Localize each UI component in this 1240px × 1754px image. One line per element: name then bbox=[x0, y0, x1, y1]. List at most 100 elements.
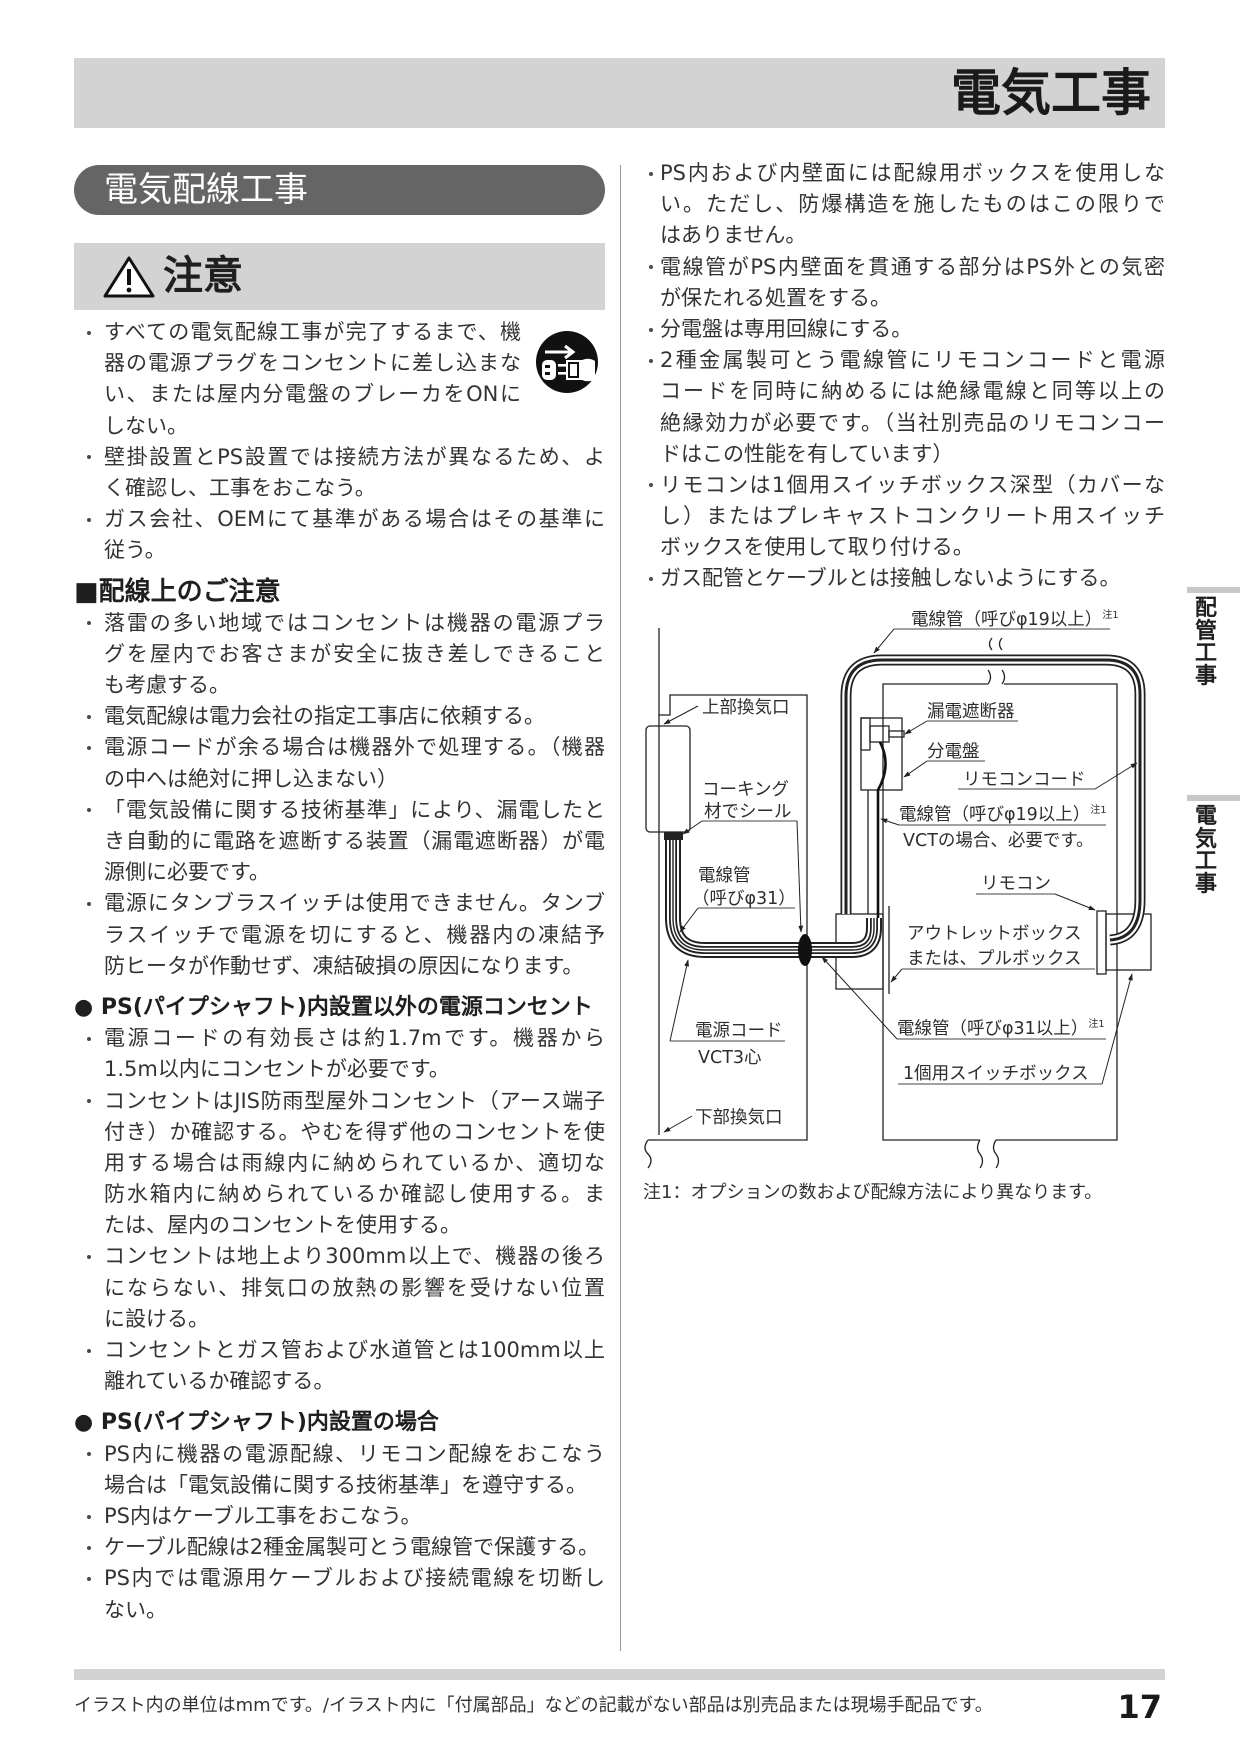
svg-text:1個用スイッチボックス: 1個用スイッチボックス bbox=[903, 1064, 1089, 1084]
bullet-icon bbox=[87, 455, 91, 460]
svg-text:電線管: 電線管 bbox=[698, 866, 751, 886]
distribution-board bbox=[860, 717, 905, 918]
text-line: も考慮する。 bbox=[104, 673, 230, 698]
page-number: 17 bbox=[1117, 1688, 1162, 1726]
text-line: の中へは絶対に押し込まない） bbox=[104, 766, 398, 791]
text-line: リモコンは1個用スイッチボックス深型（カバーな bbox=[660, 472, 1165, 497]
svg-text:材でシール: 材でシール bbox=[704, 802, 792, 822]
text-line: しない。 bbox=[104, 413, 188, 438]
caulking-seal bbox=[664, 832, 683, 840]
caution-list: すべての電気配線工事が完了するまで、機 器の電源プラグをコンセントに差し込まな … bbox=[74, 317, 605, 567]
label-remote-cord: リモコンコード bbox=[958, 762, 1138, 790]
inside-ps-list: PS内に機器の電源配線、リモコン配線をおこなう 場合は「電気設備に関する技術基準… bbox=[74, 1439, 605, 1626]
footer-bar bbox=[74, 1669, 1165, 1680]
bullet-icon bbox=[87, 1099, 91, 1104]
list-item: 「電気設備に関する技術基準」により、漏電したと き自動的に電路を遮断する装置（漏… bbox=[74, 795, 605, 889]
text-line: 落雷の多い地域ではコンセントは機器の電源プラ bbox=[104, 610, 605, 635]
power-cord-conduit bbox=[665, 840, 882, 958]
text-line: 従う。 bbox=[104, 538, 166, 563]
inside-ps-heading: ● PS(パイプシャフト)内設置の場合 bbox=[74, 1410, 439, 1436]
list-item: 電源コードが余る場合は機器外で処理する。（機器 の中へは絶対に押し込まない） bbox=[74, 732, 605, 794]
caution-item: すべての電気配線工事が完了するまで、機 器の電源プラグをコンセントに差し込まな … bbox=[74, 317, 605, 442]
vct-cable bbox=[876, 741, 887, 918]
text-line: PS内はケーブル工事をおこなう。 bbox=[104, 1503, 422, 1528]
list-item: リモコンは1個用スイッチボックス深型（カバーな し）またはプレキャストコンクリー… bbox=[638, 470, 1165, 564]
list-item: PS内に機器の電源配線、リモコン配線をおこなう 場合は「電気設備に関する技術基準… bbox=[74, 1439, 605, 1501]
svg-text:電線管（呼びφ31以上）注1: 電線管（呼びφ31以上）注1 bbox=[897, 1017, 1105, 1039]
list-item: PS内はケーブル工事をおこなう。 bbox=[74, 1501, 605, 1532]
bullet-icon bbox=[649, 358, 653, 363]
svg-text:アウトレットボックス: アウトレットボックス bbox=[907, 924, 1081, 944]
text-line: い。ただし、防爆構造を施したものはこの限りで bbox=[660, 192, 1165, 217]
left-column: すべての電気配線工事が完了するまで、機 器の電源プラグをコンセントに差し込まな … bbox=[74, 317, 605, 1626]
svg-text:上部換気口: 上部換気口 bbox=[702, 698, 790, 718]
text-line: ケーブル配線は2種金属製可とう電線管で保護する。 bbox=[104, 1535, 600, 1560]
wiring-notes-list: 落雷の多い地域ではコンセントは機器の電源プラ グを屋内でお客さまが安全に抜き差し… bbox=[74, 608, 605, 982]
text-line: 分電盤は専用回線にする。 bbox=[660, 316, 913, 341]
water-heater-unit bbox=[645, 725, 691, 833]
svg-text:電線管（呼びφ19以上）注1: 電線管（呼びφ19以上）注1 bbox=[911, 608, 1119, 630]
label-caulking: コーキング 材でシール bbox=[682, 780, 804, 933]
bullet-icon bbox=[87, 1255, 91, 1260]
text-line: に設ける。 bbox=[104, 1306, 209, 1331]
text-line: ない。 bbox=[104, 1597, 167, 1622]
caution-item: ガス会社、OEMにて基準がある場合はその基準に 従う。 bbox=[74, 504, 605, 566]
wiring-notes-heading: ■配線上のご注意 bbox=[74, 576, 281, 607]
right-notes-list: PS内および内壁面には配線用ボックスを使用しな い。ただし、防爆構造を施したもの… bbox=[638, 158, 1165, 595]
svg-text:漏電遮断器: 漏電遮断器 bbox=[927, 702, 1015, 722]
svg-text:コーキング: コーキング bbox=[702, 780, 789, 800]
column-divider bbox=[620, 165, 621, 1651]
text-line: 用する場合は雨線内に納められているか、適切な bbox=[104, 1150, 605, 1175]
label-conduit-top: 電線管（呼びφ19以上）注1 bbox=[873, 608, 1119, 654]
text-line: 付き）か確認する。やむを得ず他のコンセントを使 bbox=[104, 1119, 605, 1144]
text-line: 源側に必要です。 bbox=[104, 860, 270, 885]
text-line: 「電気設備に関する技術基準」により、漏電したと bbox=[104, 797, 605, 822]
side-tab-bar-piping bbox=[1187, 587, 1240, 593]
list-item: 2種金属製可とう電線管にリモコンコードと電源 コードを同時に納めるには絶縁電線と… bbox=[638, 345, 1165, 470]
label-breaker: 漏電遮断器 bbox=[904, 702, 1018, 735]
label-power-cord: 電源コード VCT3心 bbox=[669, 959, 785, 1068]
text-line: コンセントはJIS防雨型屋外コンセント（アース端子 bbox=[104, 1088, 605, 1113]
text-line: すべての電気配線工事が完了するまで、機 bbox=[104, 320, 521, 344]
side-tab-piping: 配管工事 bbox=[1195, 596, 1218, 689]
text-line: 離れているか確認する。 bbox=[104, 1369, 335, 1394]
text-line: く確認し、工事をおこなう。 bbox=[104, 475, 376, 500]
label-outlet-box: アウトレットボックス または、プルボックス bbox=[890, 924, 1095, 983]
list-item: 電源にタンブラスイッチは使用できません。タンブ ラスイッチで電源を切にすると、機… bbox=[74, 888, 605, 982]
bullet-icon bbox=[87, 1036, 91, 1041]
svg-text:リモコンコード: リモコンコード bbox=[963, 770, 1086, 790]
caution-header: 注意 bbox=[74, 243, 605, 310]
right-column: PS内および内壁面には配線用ボックスを使用しな い。ただし、防爆構造を施したもの… bbox=[638, 158, 1165, 595]
svg-text:下部換気口: 下部換気口 bbox=[695, 1108, 783, 1128]
svg-text:電源コード: 電源コード bbox=[695, 1021, 783, 1041]
label-switch-box: 1個用スイッチボックス bbox=[898, 973, 1133, 1085]
text-line: 電線管がPS内壁面を貫通する部分はPS外との気密 bbox=[660, 254, 1165, 279]
text-line: グを屋内でお客さまが安全に抜き差しできること bbox=[104, 641, 605, 666]
text-line: し）またはプレキャストコンクリート用スイッチ bbox=[660, 504, 1165, 529]
unplug-icon bbox=[536, 331, 598, 393]
text-line: が保たれる処置をする。 bbox=[660, 285, 891, 310]
text-line: い、または屋内分電盤のブレーカをONに bbox=[104, 382, 521, 407]
list-item: 電源コードの有効長さは約1.7mです。機器から 1.5m以内にコンセントが必要で… bbox=[74, 1023, 605, 1085]
section-header: 電気配線工事 bbox=[74, 165, 605, 215]
bullet-icon bbox=[87, 330, 91, 335]
outside-ps-list: 電源コードの有効長さは約1.7mです。機器から 1.5m以内にコンセントが必要で… bbox=[74, 1023, 605, 1397]
label-bottom-vent: 下部換気口 bbox=[663, 1108, 783, 1133]
label-top-vent: 上部換気口 bbox=[663, 698, 790, 725]
text-line: ガス配管とケーブルとは接触しないようにする。 bbox=[660, 566, 1121, 591]
bullet-icon bbox=[87, 517, 91, 522]
section-title: 電気配線工事 bbox=[104, 170, 308, 210]
text-line: 場合は「電気設備に関する技術基準」を遵守する。 bbox=[104, 1472, 587, 1497]
text-line: 絶縁効力が必要です。（当社別売品のリモコンコー bbox=[660, 410, 1165, 435]
text-line: 電気配線は電力会社の指定工事店に依頼する。 bbox=[104, 704, 545, 729]
text-line: 電源コードの有効長さは約1.7mです。機器から bbox=[104, 1026, 605, 1051]
warning-triangle-icon bbox=[103, 256, 155, 298]
list-item: PS内では電源用ケーブルおよび接続電線を切断し ない。 bbox=[74, 1563, 605, 1625]
svg-text:（呼びφ31）: （呼びφ31） bbox=[692, 889, 796, 909]
label-conduit-vct: 電線管（呼びφ19以上）注1 VCTの場合、必要です。 bbox=[880, 803, 1107, 851]
caution-item: 壁掛設置とPS設置では接続方法が異なるため、よ く確認し、工事をおこなう。 bbox=[74, 442, 605, 504]
list-item: 電気配線は電力会社の指定工事店に依頼する。 bbox=[74, 701, 605, 732]
label-remote: リモコン bbox=[976, 874, 1096, 911]
chapter-title: 電気工事 bbox=[951, 64, 1151, 122]
text-line: 壁掛設置とPS設置では接続方法が異なるため、よ bbox=[104, 444, 605, 469]
